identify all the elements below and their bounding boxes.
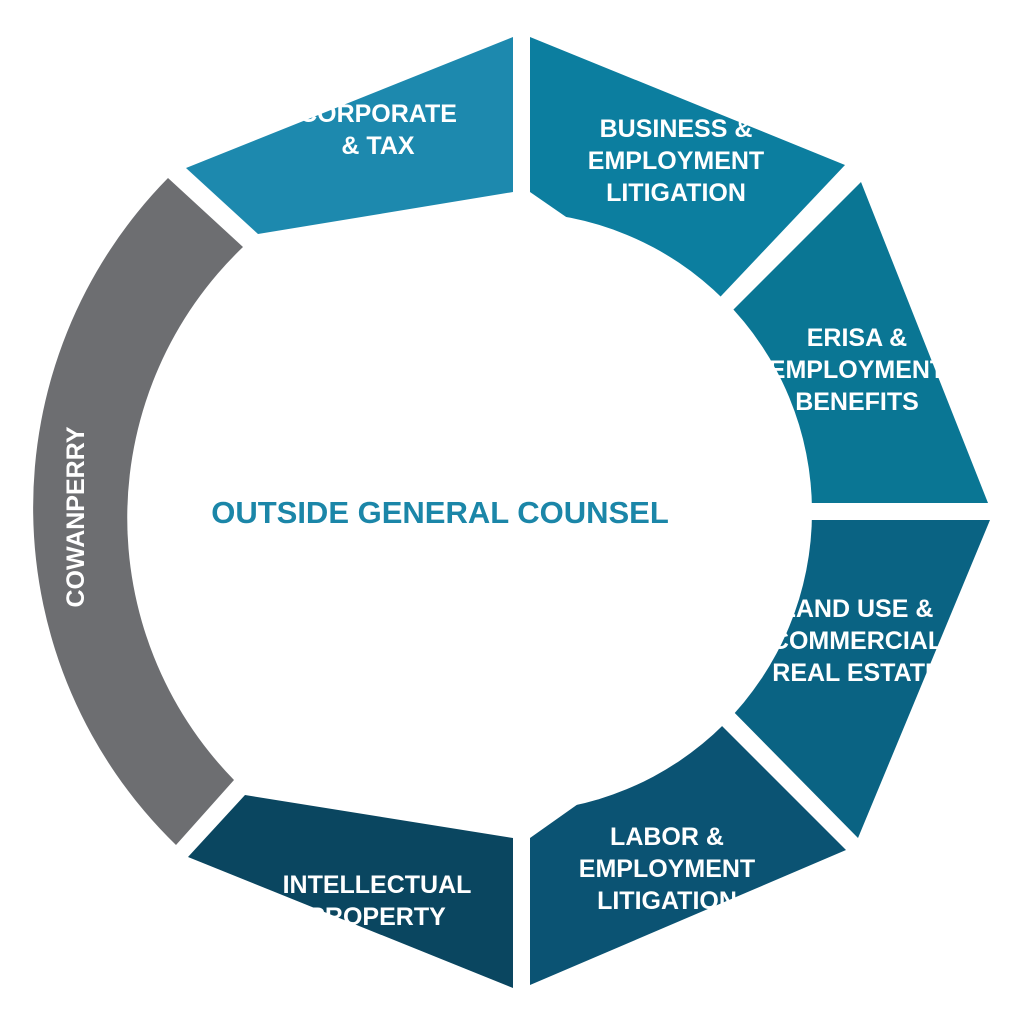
segment-corporate-tax[interactable] [186,37,513,234]
label-intellectual-property: INTELLECTUAL PROPERTY [283,871,472,931]
label-line: COWANPERRY [62,426,90,607]
label-line: EMPLOYMENT [579,855,755,883]
label-line: INTELLECTUAL [283,871,472,899]
label-corporate-tax: CORPORATE & TAX [299,100,457,160]
label-line: LAND USE & [781,595,934,623]
label-business-employment-litigation: BUSINESS & EMPLOYMENT LITIGATION [588,115,764,207]
label-line: EMPLOYMENT [588,147,764,175]
center-disc [212,212,812,812]
center-title: OUTSIDE GENERAL COUNSEL [211,495,669,530]
label-cowanperry: COWANPERRY [62,426,90,607]
segment-cowanperry[interactable] [33,178,243,845]
label-labor-employment-litigation: LABOR & EMPLOYMENT LITIGATION [579,823,755,915]
label-line: & TAX [341,132,414,160]
label-erisa-employment-benefits: ERISA & EMPLOYMENT BENEFITS [769,324,945,416]
label-line: LABOR & [610,823,724,851]
label-line: CORPORATE [299,100,457,128]
label-line: PROPERTY [308,903,446,931]
label-line: LITIGATION [597,887,737,915]
segment-labor-employment-litigation[interactable] [530,712,846,985]
label-line: EMPLOYMENT [769,356,945,384]
label-line: REAL ESTATE [772,659,941,687]
label-line: LITIGATION [606,179,746,207]
label-land-use-commercial-real-estate: LAND USE & COMMERCIAL REAL ESTATE [771,595,943,687]
label-line: BUSINESS & [600,115,753,143]
label-line: COMMERCIAL [771,627,943,655]
label-line: BENEFITS [795,388,919,416]
label-line: ERISA & [807,324,907,352]
segment-intellectual-property[interactable] [188,795,513,988]
